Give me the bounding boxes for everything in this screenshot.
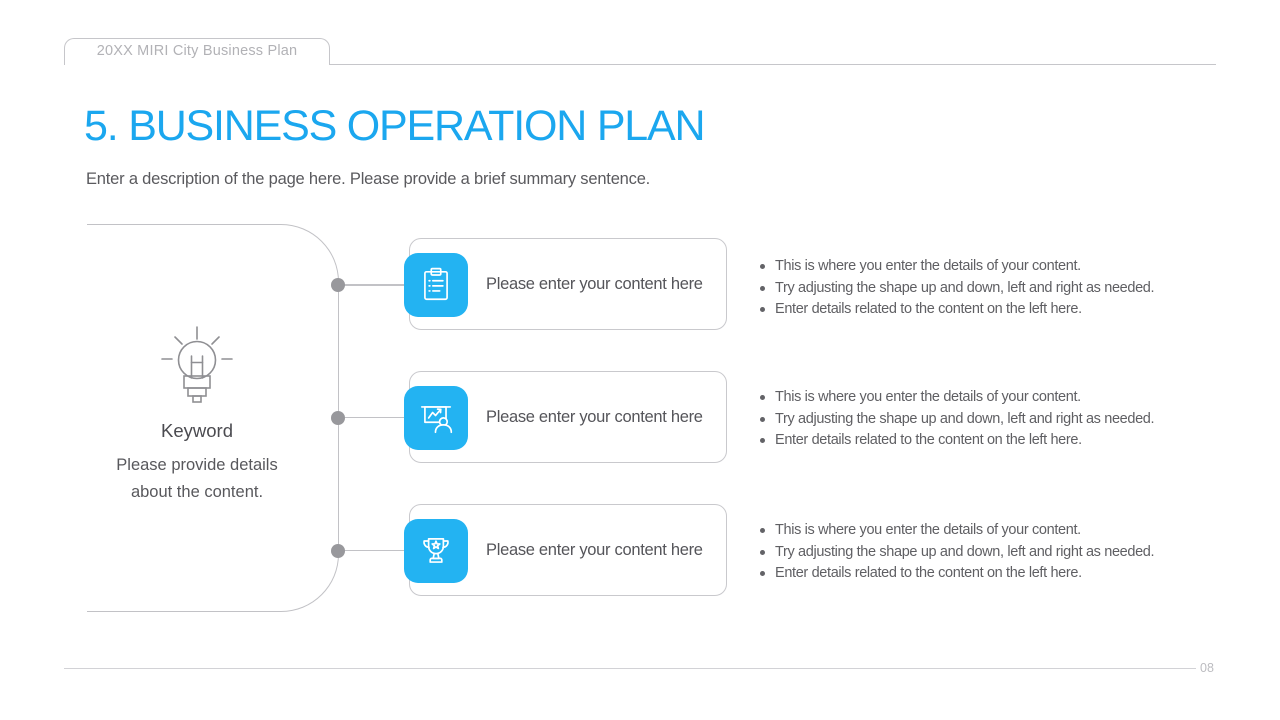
bullet-dot: [760, 395, 765, 400]
bullet-item: Enter details related to the content on …: [760, 563, 1200, 585]
connector-dot-1: [331, 278, 345, 292]
clipboard-icon: [404, 253, 468, 317]
bullet-dot: [760, 528, 765, 533]
bullet-item: Enter details related to the content on …: [760, 299, 1200, 321]
bullet-item: Enter details related to the content on …: [760, 430, 1200, 452]
bullet-text: This is where you enter the details of y…: [775, 389, 1081, 405]
bullet-dot: [760, 549, 765, 555]
connector-dot-3: [331, 543, 345, 558]
bullet-dot: [760, 264, 765, 269]
connector-dot-2: [331, 410, 345, 425]
bullet-item: Try adjusting the shape up and down, lef…: [760, 409, 1200, 431]
bullet-text: Try adjusting the shape up and down, lef…: [775, 543, 1155, 560]
bullet-dot: [760, 307, 765, 312]
bullet-dot: [760, 571, 765, 576]
content-card-3-label: Please enter your content here: [486, 541, 703, 559]
bullet-list-2: This is where you enter the details of y…: [760, 387, 1200, 452]
bullet-dot: [760, 285, 765, 291]
bullet-text: This is where you enter the details of y…: [775, 522, 1081, 538]
bullet-text: Try adjusting the shape up and down, lef…: [775, 279, 1155, 296]
bullet-text: Enter details related to the content on …: [775, 432, 1082, 448]
page-subtitle: Enter a description of the page here. Pl…: [86, 170, 651, 188]
keyword-bracket-shape: [87, 224, 339, 612]
header-rule: [330, 63, 1216, 65]
bullet-list-3: This is where you enter the details of y…: [760, 520, 1200, 585]
content-card-2-label: Please enter your content here: [486, 408, 703, 426]
slide-tab: 20XX MIRI City Business Plan: [64, 38, 330, 65]
bullet-item: Try adjusting the shape up and down, lef…: [760, 278, 1200, 300]
bullet-item: This is where you enter the details of y…: [760, 520, 1200, 542]
content-card-1-label: Please enter your content here: [486, 275, 703, 293]
bullet-item: Try adjusting the shape up and down, lef…: [760, 542, 1200, 564]
bullet-text: Enter details related to the content on …: [775, 301, 1082, 317]
page-number: 08: [1200, 661, 1214, 675]
footer-rule: [64, 668, 1196, 670]
slide-tab-label: 20XX MIRI City Business Plan: [96, 43, 298, 59]
connector-line-3: [338, 549, 404, 552]
connector-line-1: [338, 284, 404, 286]
lightbulb-icon: [155, 320, 239, 404]
bullet-dot: [760, 438, 765, 443]
bullet-dot: [760, 416, 765, 422]
page-title: 5. BUSINESS OPERATION PLAN: [84, 102, 706, 150]
bullet-item: This is where you enter the details of y…: [760, 387, 1200, 409]
content-card-2: Please enter your content here: [409, 371, 727, 463]
bullet-item: This is where you enter the details of y…: [760, 256, 1200, 278]
keyword-title: Keyword: [161, 420, 233, 441]
bullet-text: This is where you enter the details of y…: [775, 258, 1081, 274]
bullet-text: Try adjusting the shape up and down, lef…: [775, 410, 1155, 427]
presentation-chart-icon: [404, 386, 468, 450]
connector-line-2: [338, 416, 404, 419]
bullet-text: Enter details related to the content on …: [775, 565, 1082, 581]
bullet-list-1: This is where you enter the details of y…: [760, 256, 1200, 321]
keyword-description: Please provide details about the content…: [116, 456, 278, 501]
trophy-icon: [404, 519, 468, 583]
